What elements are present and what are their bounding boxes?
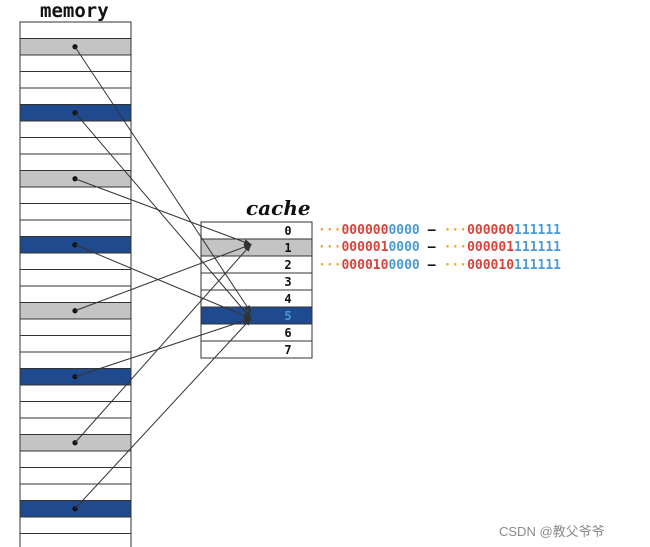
memory-row bbox=[19, 269, 132, 287]
memory-row bbox=[19, 137, 132, 155]
memory-row bbox=[19, 186, 132, 204]
memory-row bbox=[19, 318, 132, 336]
cache-line bbox=[200, 340, 313, 359]
memory-row bbox=[19, 351, 132, 369]
mapping-arrow bbox=[74, 112, 252, 320]
cache-line-label: 4 bbox=[284, 292, 291, 306]
cache-line-blue bbox=[200, 306, 313, 325]
memory-row bbox=[19, 219, 132, 237]
memory-row bbox=[19, 516, 132, 534]
cache-title: cache bbox=[246, 196, 311, 220]
memory-row bbox=[19, 467, 132, 485]
memory-row bbox=[19, 21, 132, 39]
memory-row bbox=[19, 533, 132, 547]
cache-column: 0 1 2 3 4 5 6 7 bbox=[200, 221, 313, 359]
address-row: ···0000010000—···000001111111 bbox=[318, 240, 561, 255]
memory-row bbox=[19, 417, 132, 435]
mapping-arrow bbox=[74, 46, 252, 314]
cache-line-gray bbox=[200, 238, 313, 257]
cache-line bbox=[200, 323, 313, 342]
cache-line-label: 1 bbox=[284, 241, 291, 255]
memory-title: memory bbox=[40, 0, 109, 22]
memory-row bbox=[19, 203, 132, 221]
mapping-arrow bbox=[74, 244, 252, 312]
address-row: ···0000100000—···000010111111 bbox=[318, 258, 561, 273]
mapping-arrows bbox=[74, 46, 252, 510]
memory-row bbox=[19, 401, 132, 419]
address-row: ···0000000000—···000000111111 bbox=[318, 223, 561, 238]
cache-line-label: 0 bbox=[284, 224, 291, 238]
cache-line-label: 7 bbox=[284, 343, 291, 357]
mapping-arrow bbox=[74, 244, 252, 319]
cache-line bbox=[200, 255, 313, 274]
mapping-arrow bbox=[74, 317, 252, 378]
memory-row bbox=[19, 450, 132, 468]
address-bit-strings: ···0000000000—···000000111111 ···00000100… bbox=[318, 223, 561, 273]
mapping-arrow bbox=[74, 317, 252, 510]
memory-row bbox=[19, 285, 132, 303]
memory-row bbox=[19, 483, 132, 501]
cache-line-label: 5 bbox=[284, 309, 291, 323]
watermark: CSDN @教父爷爷 bbox=[499, 524, 605, 539]
cache-line bbox=[200, 221, 313, 240]
memory-row bbox=[19, 87, 132, 105]
memory-row bbox=[19, 335, 132, 353]
memory-row bbox=[19, 71, 132, 89]
cache-line-label: 3 bbox=[284, 275, 291, 289]
mapping-arrow bbox=[74, 178, 252, 245]
memory-row bbox=[19, 54, 132, 72]
cache-line-label: 6 bbox=[284, 326, 291, 340]
memory-row bbox=[19, 153, 132, 171]
memory-column bbox=[19, 21, 132, 547]
cache-line-label: 2 bbox=[284, 258, 291, 272]
mapping-arrow bbox=[74, 243, 252, 444]
memory-row bbox=[19, 120, 132, 138]
